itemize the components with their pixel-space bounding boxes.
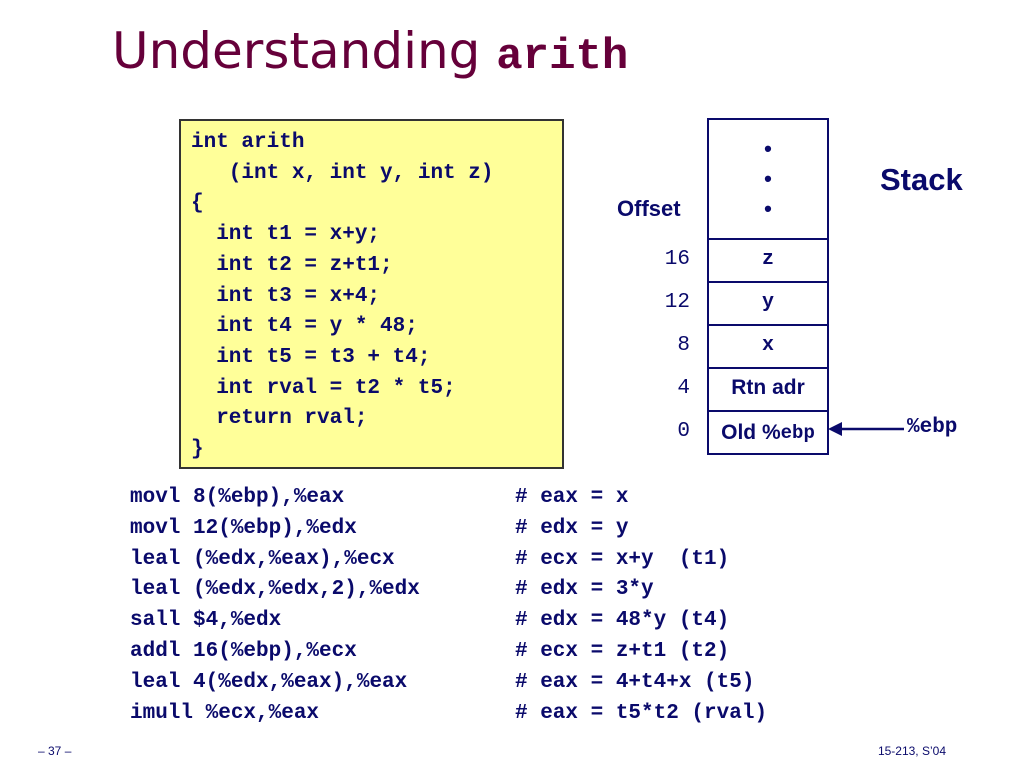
code-line: int t5 = t3 + t4; [191, 345, 431, 369]
title-text: Understanding [112, 22, 497, 80]
asm-line: addl 16(%ebp),%ecx # ecx = z+t1 (t2) [130, 639, 729, 663]
stack-label: Stack [880, 162, 963, 197]
code-line: int t4 = y * 48; [191, 315, 418, 339]
code-line: { [191, 192, 204, 216]
asm-comment: # eax = 4+t4+x (t5) [515, 670, 755, 694]
asm-comment: # eax = x [515, 486, 629, 509]
asm-line: leal 4(%edx,%eax),%eax # eax = 4+t4+x (t5… [130, 670, 754, 694]
asm-instr: addl 16(%ebp),%ecx [130, 639, 357, 663]
offset-16: 16 [664, 248, 690, 271]
code-line: return rval; [191, 407, 368, 431]
asm-comment: # edx = y [515, 516, 629, 540]
stack-cell-rtn-adr: Rtn adr [709, 367, 827, 407]
asm-line: leal (%edx,%edx,2),%edx # edx = 3*y [130, 578, 654, 602]
page-number: – 37 – [38, 744, 72, 758]
course-label: 15-213, S’04 [877, 744, 946, 758]
asm-line: sall $4,%edx # edx = 48*y (t4) [130, 609, 729, 633]
asm-line: movl 8(%ebp),%eax # eax = x [130, 486, 628, 509]
offset-label: Offset [617, 196, 681, 221]
asm-comment: # eax = t5*t2 (rval) [515, 701, 768, 725]
asm-instr: sall $4,%edx [130, 609, 282, 633]
ebp-arrow-icon [828, 422, 904, 436]
code-line: (int x, int y, int z) [191, 161, 494, 185]
offset-8: 8 [677, 334, 690, 357]
asm-instr: leal 4(%edx,%eax),%eax [130, 670, 408, 694]
stack-cell-y: y [709, 281, 827, 321]
code-line: } [191, 438, 204, 462]
ebp-pointer-label: %ebp [907, 416, 958, 439]
stack-cell-x: x [709, 324, 827, 364]
title-code: arith [496, 32, 629, 82]
code-line: int t2 = z+t1; [191, 253, 393, 277]
code-line: int arith [191, 131, 305, 154]
slide-title: Understanding arith [112, 22, 628, 102]
stack-ellipsis: • • • [709, 120, 827, 238]
asm-instr: leal (%edx,%edx,2),%edx [130, 578, 420, 602]
asm-instr: leal (%edx,%eax),%ecx [130, 547, 395, 571]
stack-cell-z: z [709, 238, 827, 278]
stack-dot: • [764, 166, 772, 191]
c-code: int arith (int x, int y, int z) { int t1… [191, 128, 493, 466]
asm-comment: # ecx = x+y (t1) [515, 547, 730, 571]
old-ebp-code: ebp [780, 421, 815, 444]
offset-0: 0 [677, 420, 690, 443]
c-code-box: int arith (int x, int y, int z) { int t1… [179, 119, 564, 469]
stack-cell-old-ebp: Old %ebp [709, 410, 827, 453]
offset-4: 4 [677, 377, 690, 400]
asm-instr: movl 8(%ebp),%eax [130, 486, 345, 509]
asm-comment: # edx = 3*y [515, 578, 654, 602]
code-line: int rval = t2 * t5; [191, 376, 456, 400]
asm-instr: imull %ecx,%eax [130, 701, 320, 725]
assembly-code: movl 8(%ebp),%eax # eax = x movl 12(%ebp)… [130, 483, 767, 729]
asm-line: movl 12(%ebp),%edx # edx = y [130, 516, 628, 540]
asm-comment: # ecx = z+t1 (t2) [515, 639, 730, 663]
offset-12: 12 [664, 291, 690, 314]
old-ebp-prefix: Old % [721, 420, 781, 444]
stack-dot: • [764, 196, 772, 221]
stack-dot: • [764, 136, 772, 161]
asm-line: imull %ecx,%eax # eax = t5*t2 (rval) [130, 701, 767, 725]
stack-diagram: • • • z y x Rtn adr Old %ebp [707, 118, 829, 455]
code-line: int t3 = x+4; [191, 284, 381, 308]
asm-line: leal (%edx,%eax),%ecx # ecx = x+y (t1) [130, 547, 729, 571]
code-line: int t1 = x+y; [191, 223, 381, 247]
asm-comment: # edx = 48*y (t4) [515, 609, 730, 633]
asm-instr: movl 12(%ebp),%edx [130, 516, 357, 540]
